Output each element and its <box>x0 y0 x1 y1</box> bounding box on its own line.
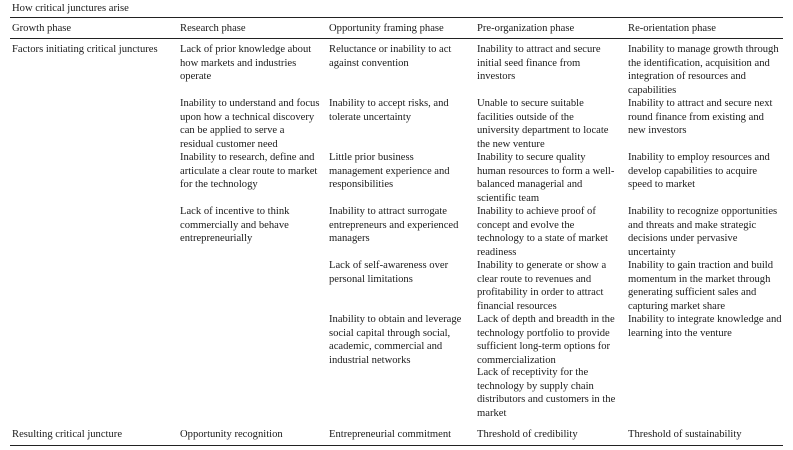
table-caption: How critical junctures arise <box>12 3 129 14</box>
factor-item: Inability to obtain and leverage social … <box>329 314 462 366</box>
factor-item: Inability to accept risks, and tolerate … <box>329 98 449 123</box>
factor-item: Inability to integrate knowledge and lea… <box>628 314 782 339</box>
factor-item: Inability to attract and secure initial … <box>477 44 601 82</box>
result-opportunity: Entrepreneurial commitment <box>329 429 452 440</box>
factor-item: Inability to achieve proof of concept an… <box>477 206 608 258</box>
factor-item: Lack of receptivity for the technology b… <box>477 367 616 419</box>
factor-item: Little prior business management experie… <box>329 152 450 190</box>
factor-item: Inability to secure quality human resour… <box>477 152 615 204</box>
header-re-orientation-phase: Re-orientation phase <box>628 23 716 34</box>
factor-item: Inability to gain traction and build mom… <box>628 260 774 312</box>
table-top-rule <box>10 17 783 18</box>
factor-item: Lack of incentive to think commercially … <box>180 206 290 244</box>
factor-item: Inability to employ resources and develo… <box>628 152 770 190</box>
factor-item: Unable to secure suitable facilities out… <box>477 98 609 150</box>
factor-item: Reluctance or inability to act against c… <box>329 44 452 69</box>
table-bottom-rule <box>10 445 783 446</box>
factor-item: Inability to understand and focus upon h… <box>180 98 320 150</box>
header-opportunity-framing-phase: Opportunity framing phase <box>329 23 444 34</box>
factor-item: Lack of self-awareness over personal lim… <box>329 260 449 285</box>
factor-item: Lack of prior knowledge about how market… <box>180 44 312 82</box>
factor-item: Lack of depth and breadth in the technol… <box>477 314 615 366</box>
result-research: Opportunity recognition <box>180 429 283 440</box>
row-label-factors: Factors initiating critical junctures <box>12 44 158 55</box>
factor-item: Inability to attract and secure next rou… <box>628 98 773 136</box>
header-research-phase: Research phase <box>180 23 246 34</box>
header-bottom-rule <box>10 38 783 39</box>
factor-item: Inability to generate or show a clear ro… <box>477 260 607 312</box>
header-pre-organization-phase: Pre-organization phase <box>477 23 575 34</box>
factor-item: Inability to research, define and articu… <box>180 152 318 190</box>
result-preorg: Threshold of credibility <box>477 429 578 440</box>
header-growth-phase: Growth phase <box>12 23 72 34</box>
factor-item: Inability to attract surrogate entrepren… <box>329 206 459 244</box>
row-label-resulting: Resulting critical juncture <box>12 429 123 440</box>
factor-item: Inability to recognize opportunities and… <box>628 206 778 258</box>
factor-item: Inability to manage growth through the i… <box>628 44 779 96</box>
result-reorient: Threshold of sustainability <box>628 429 742 440</box>
